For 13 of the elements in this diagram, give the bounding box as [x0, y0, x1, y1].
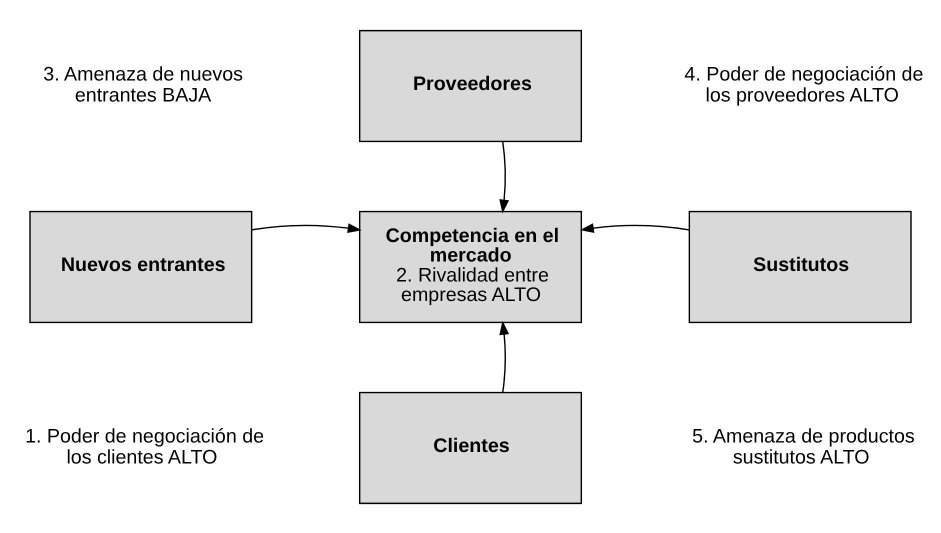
label: 4. Poder de negociación de los proveedores ALTO [684, 63, 924, 106]
label: 3. Amenaza de nuevos entrantes BAJA [43, 63, 243, 106]
label: 1. Poder de negociación de los clientes ALTO [25, 425, 264, 468]
node-box: Nuevos entrantes [29, 210, 252, 323]
arrow [499, 320, 510, 392]
arrow [499, 141, 510, 214]
node-box: Proveedores [358, 29, 582, 142]
arrow [580, 222, 690, 232]
arrow [252, 222, 362, 233]
label: 5. Amenaza de productos sustitutos ALTO [692, 425, 915, 468]
node-box: Clientes [358, 391, 582, 504]
node-box: Sustitutos [688, 210, 912, 323]
node-box: Competencia en el mercado 2. Rivalidad entre empresas ALTO [358, 210, 582, 323]
